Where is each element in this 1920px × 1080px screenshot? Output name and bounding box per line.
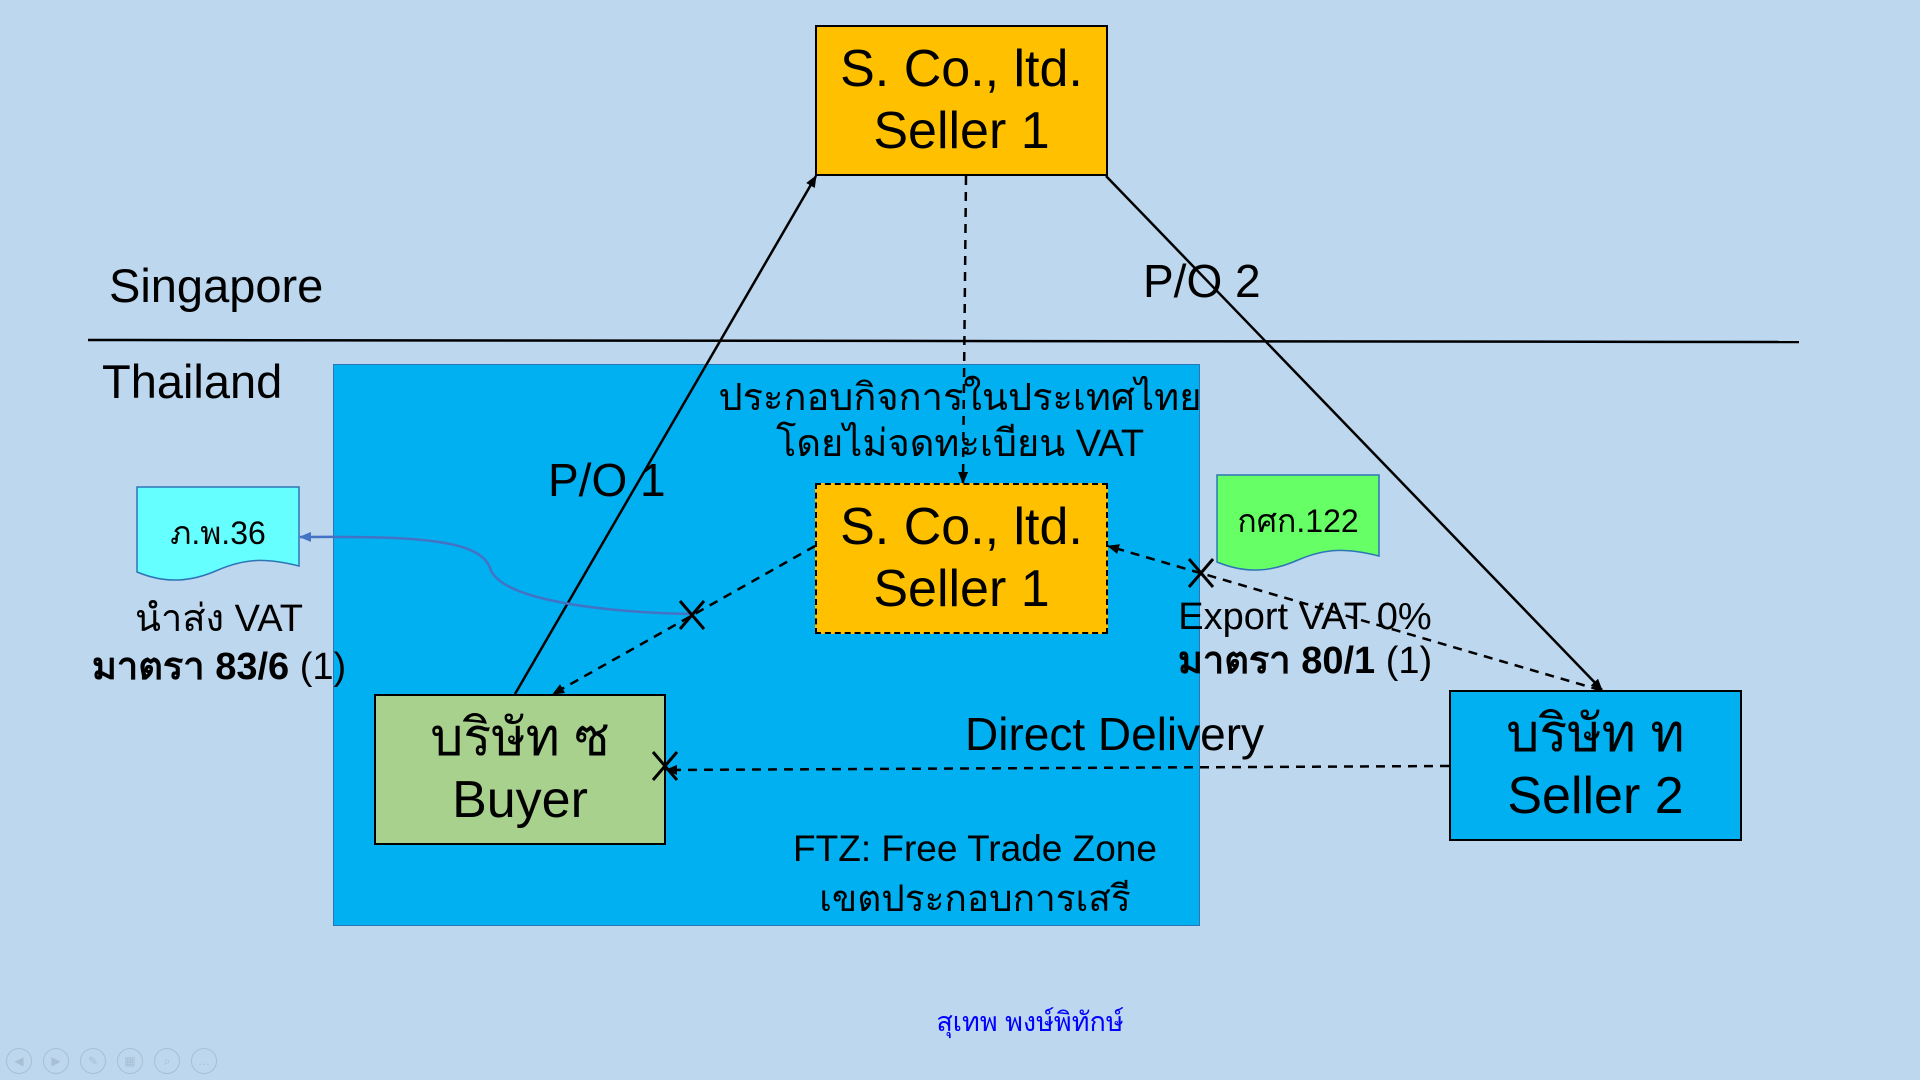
thai-business-line2: โดยไม่จดทะเบียน VAT — [775, 422, 1145, 465]
more-icon[interactable]: … — [191, 1048, 217, 1074]
prev-icon[interactable]: ◀ — [6, 1048, 32, 1074]
po2-label: P/O 2 — [1143, 255, 1261, 307]
ftz-caption-line2: เขตประกอบการเสรี — [819, 877, 1131, 919]
po2-arrow — [1105, 175, 1603, 691]
direct-delivery-label: Direct Delivery — [965, 708, 1265, 760]
cross-mark-delivery-side — [651, 751, 679, 781]
doc-kor-sor-kor-122: กศก.122 — [1216, 474, 1380, 578]
ftz-caption: FTZ: Free Trade Zone เขตประกอบการเสรี — [760, 824, 1190, 924]
vat-submit-line2: มาตรา 83/6 (1) — [84, 644, 354, 692]
seller1-presence-arrow — [958, 175, 969, 484]
vat-submit-section: มาตรา 83/6 — [91, 645, 290, 688]
doc-kor-sor-kor-122-shape — [1216, 474, 1380, 571]
grid-icon[interactable]: ▦ — [117, 1048, 143, 1074]
zoom-icon[interactable]: ⌕ — [154, 1048, 180, 1074]
export-vat-line2: มาตรา 80/1 (1) — [1150, 640, 1460, 684]
seller2-thai-name: บริษัท ท — [1506, 705, 1685, 764]
doc-por-por-36-label: ภ.พ.36 — [170, 515, 266, 551]
seller2-to-seller1-arrow — [1107, 544, 1601, 692]
export-vat-section: มาตรา 80/1 — [1177, 639, 1376, 682]
seller2-box: บริษัท ท Seller 2 — [1449, 690, 1742, 841]
vat-submit-line1: นำส่ง VAT — [135, 598, 303, 640]
thai-business-note: ประกอบกิจการในประเทศไทย โดยไม่จดทะเบียน … — [700, 376, 1220, 467]
pen-icon[interactable]: ✎ — [80, 1048, 106, 1074]
export-vat-note: Export VAT 0% มาตรา 80/1 (1) — [1150, 596, 1460, 683]
doc-kor-sor-kor-122-label: กศก.122 — [1237, 503, 1359, 539]
po1-arrow — [513, 175, 818, 695]
cross-mark-buyer-side — [678, 600, 706, 630]
thai-business-line1: ประกอบกิจการในประเทศไทย — [718, 377, 1202, 419]
seller1-top-role: Seller 1 — [873, 101, 1050, 160]
direct-delivery-arrow — [665, 764, 1450, 775]
seller1-top-box: S. Co., ltd. Seller 1 — [815, 25, 1108, 176]
region-label-thailand: Thailand — [102, 355, 283, 408]
ftz-caption-line1: FTZ: Free Trade Zone — [793, 828, 1157, 869]
seller1-mid-box: S. Co., ltd. Seller 1 — [815, 483, 1108, 634]
seller2-role: Seller 2 — [1507, 766, 1684, 825]
buyer-role: Buyer — [452, 770, 588, 829]
doc-por-por-36: ภ.พ.36 — [136, 486, 300, 588]
seller1-top-name: S. Co., ltd. — [840, 40, 1083, 99]
vat-submit-note: นำส่ง VAT มาตรา 83/6 (1) — [84, 596, 354, 691]
vat-submit-clause: (1) — [289, 645, 347, 688]
po1-label: P/O 1 — [548, 454, 666, 506]
seller1-to-buyer-arrow — [552, 544, 816, 696]
buyer-thai-name: บริษัท ซ — [430, 709, 610, 768]
buyer-box: บริษัท ซ Buyer — [374, 694, 666, 845]
seller1-mid-role: Seller 1 — [873, 559, 1050, 618]
region-label-singapore: Singapore — [109, 259, 324, 312]
author-credit: สุเทพ พงษ์พิทักษ์ — [936, 1007, 1124, 1037]
export-vat-clause: (1) — [1375, 639, 1433, 682]
vat-connector-curve — [299, 531, 693, 616]
cross-mark-export-side — [1187, 558, 1215, 588]
doc-por-por-36-shape — [136, 486, 300, 581]
border-line — [87, 338, 1800, 344]
next-icon[interactable]: ▶ — [43, 1048, 69, 1074]
seller1-mid-name: S. Co., ltd. — [840, 498, 1083, 557]
export-vat-line1: Export VAT 0% — [1178, 596, 1432, 638]
